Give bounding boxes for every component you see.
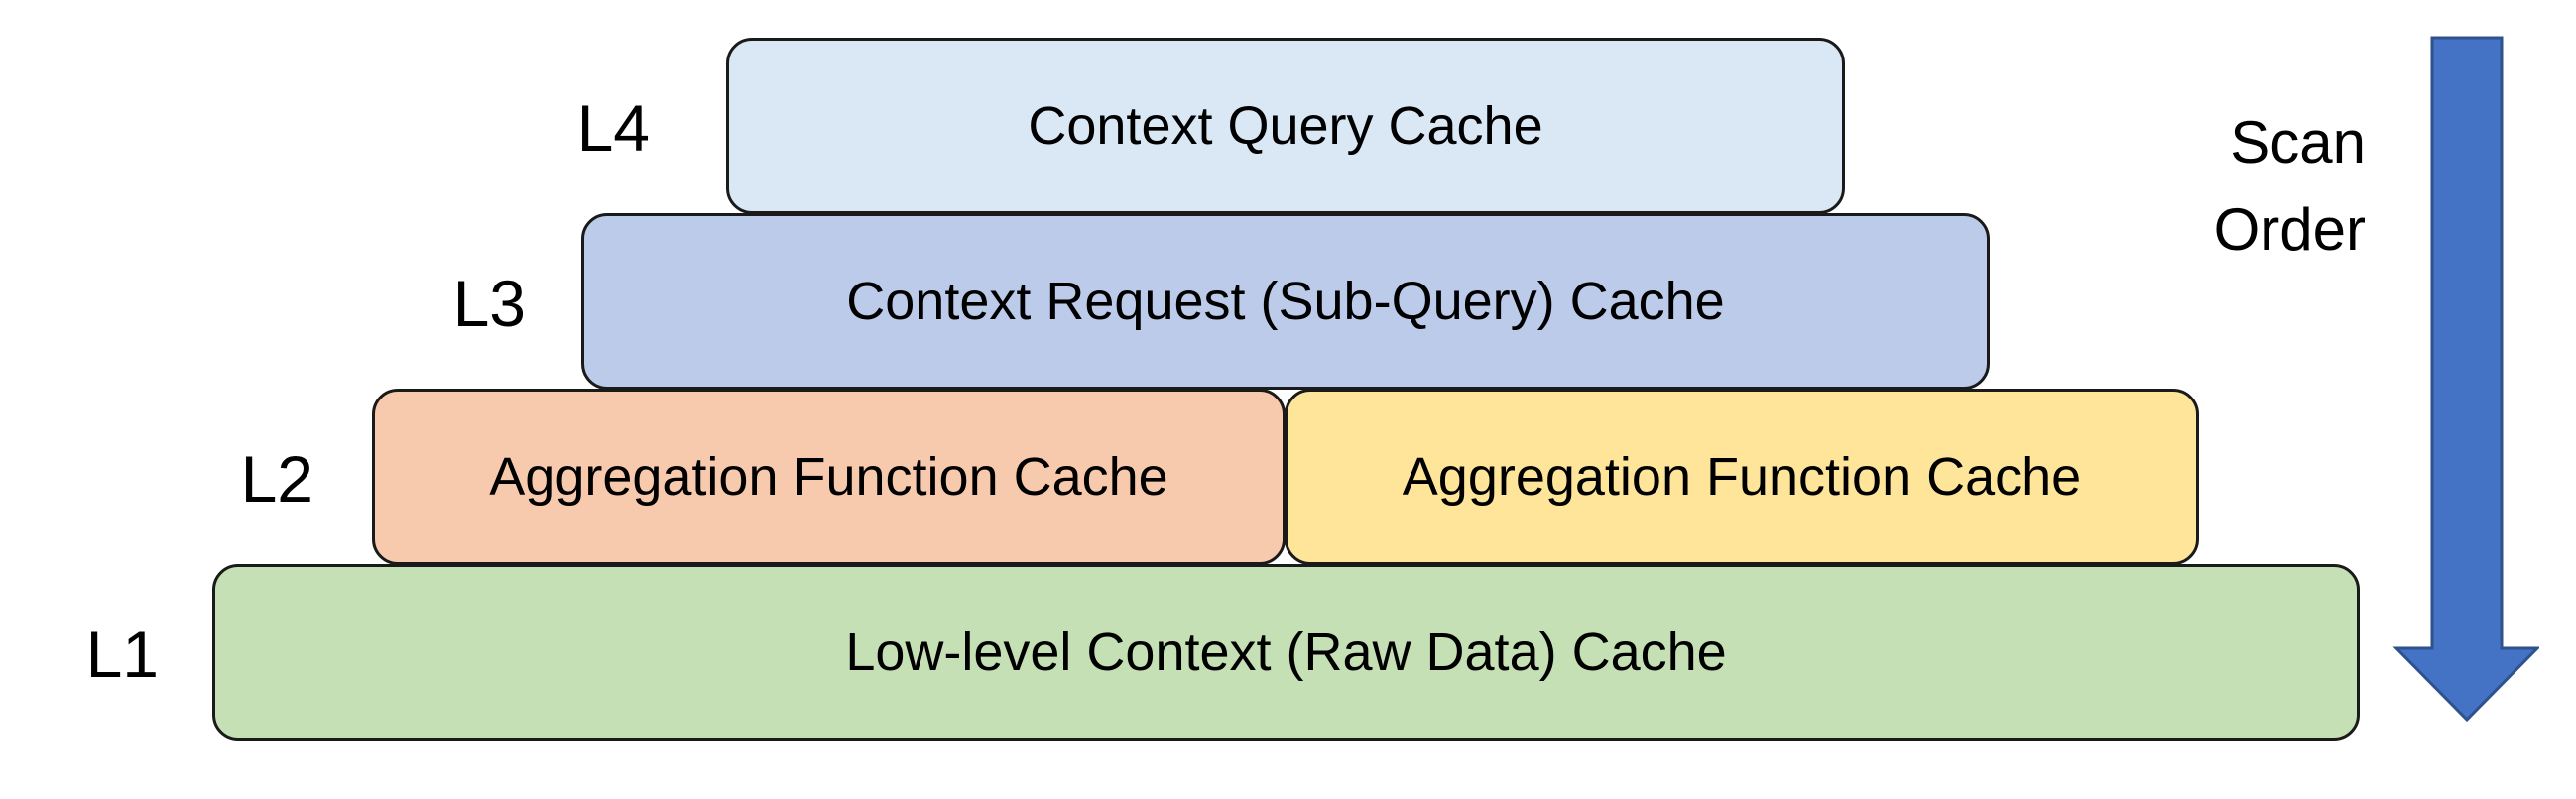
- level-label-l2: L2: [240, 442, 313, 515]
- level-label-l3: L3: [452, 267, 526, 340]
- arrow-shape: [2392, 36, 2539, 723]
- scan-order-line-1: Scan: [2230, 109, 2366, 175]
- aggregation-function-cache-box-left: Aggregation Function Cache: [372, 389, 1286, 565]
- aggregation-function-cache-box-right: Aggregation Function Cache: [1285, 389, 2199, 565]
- context-query-cache-box: Context Query Cache: [726, 38, 1845, 214]
- level-label-l4: L4: [576, 91, 650, 165]
- context-request-cache-box: Context Request (Sub-Query) Cache: [581, 213, 1990, 390]
- scan-order-line-2: Order: [2213, 196, 2366, 263]
- level-label-l1: L1: [85, 618, 159, 691]
- scan-order-arrow-icon: [2392, 36, 2539, 723]
- scan-order-label: Scan Order: [2133, 99, 2366, 274]
- low-level-context-cache-box: Low-level Context (Raw Data) Cache: [212, 564, 2360, 741]
